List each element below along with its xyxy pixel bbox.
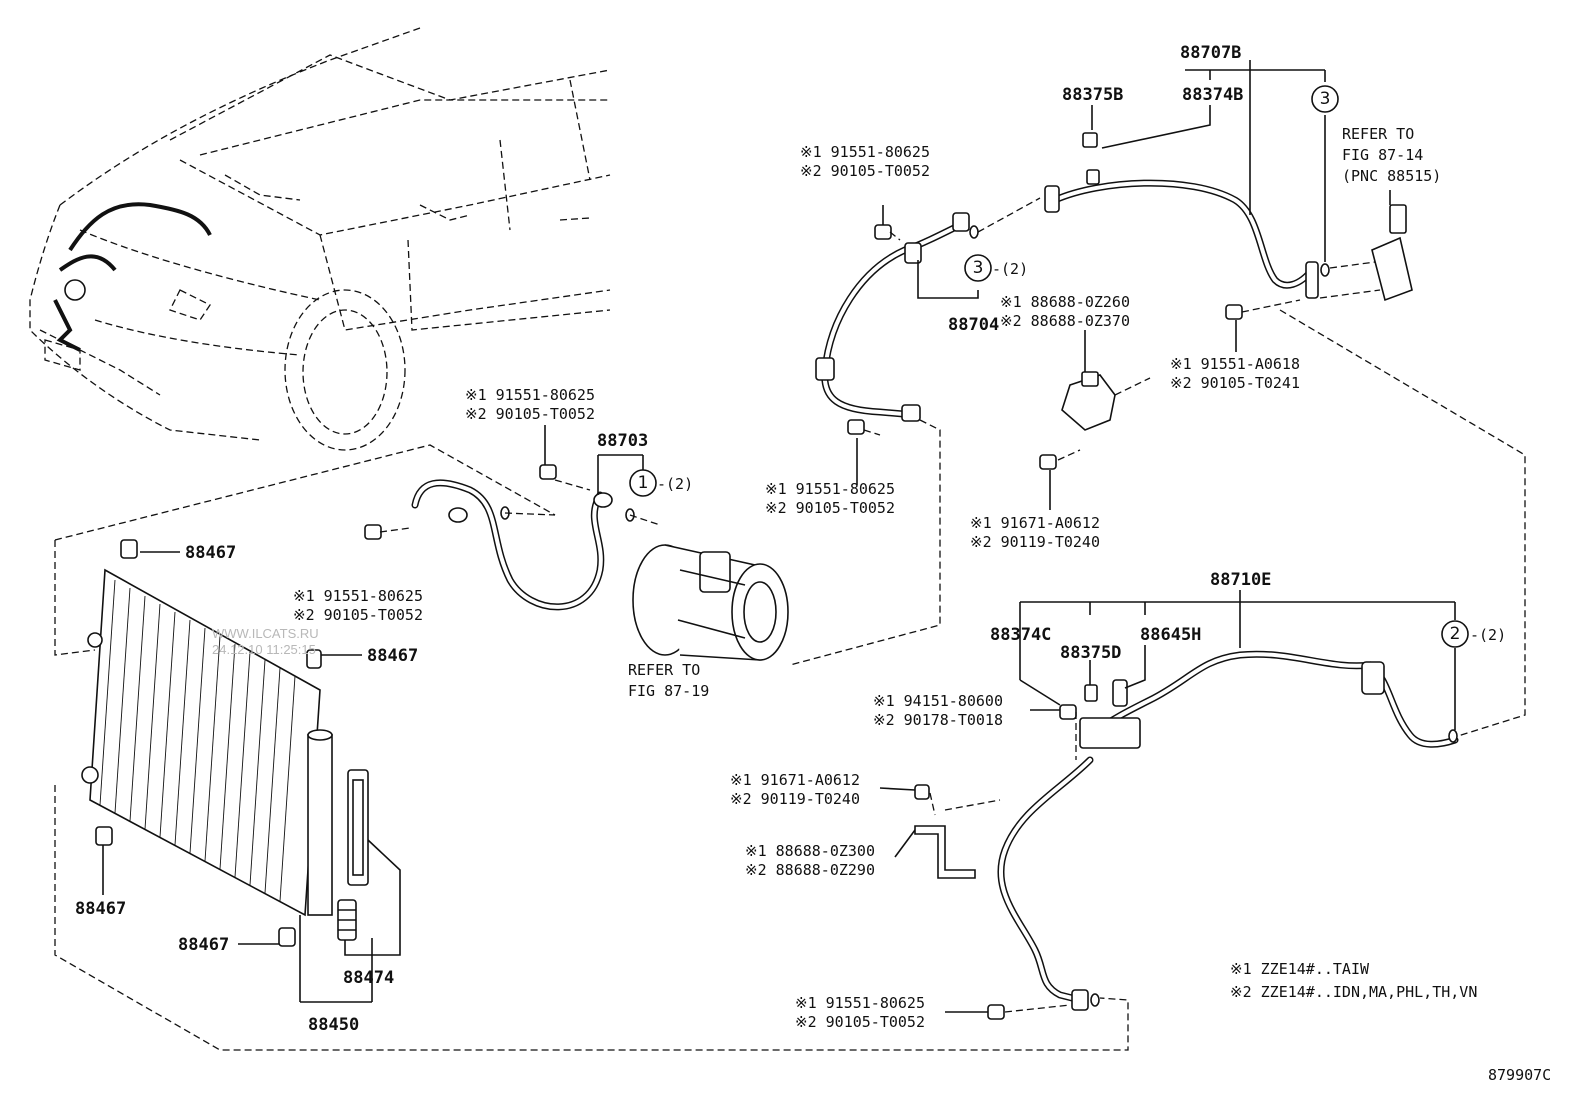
svg-text:1: 1 — [638, 473, 649, 493]
vehicle-outline — [29, 27, 611, 451]
circle-ref-3-a: 3 — [964, 254, 992, 282]
part-88467-a: 88467 — [185, 543, 236, 563]
bolt-label-suction-lower-2: ※2 90105-T0052 — [765, 499, 895, 517]
bracket-upper — [1061, 371, 1116, 431]
bracket-label-lower-1: ※1 88688-0Z300 — [745, 842, 875, 860]
bolt-label-liquid-1: ※1 91551-80625 — [795, 994, 925, 1012]
circle-ref-3-b: 3 — [1311, 85, 1339, 113]
legend-line-2: ※2 ZZE14#..IDN,MA,PHL,TH,VN — [1230, 983, 1477, 1001]
circle-ref-2: 2 — [1441, 620, 1469, 648]
watermark-line-2: 24.12.10 11:25:15 — [212, 642, 316, 657]
part-88467-c: 88467 — [75, 899, 126, 919]
refer-fig-87-19-line2: FIG 87-19 — [628, 682, 709, 700]
bolt-label-bracket-upper-2: ※2 90119-T0240 — [970, 533, 1100, 551]
leader-lines — [102, 60, 1456, 1013]
bolt-label-valve-2: ※2 90105-T0241 — [1170, 374, 1300, 392]
part-88710e: 88710E — [1210, 570, 1271, 590]
compressor — [632, 544, 789, 661]
svg-text:3: 3 — [973, 258, 984, 278]
bracket-label-upper-1: ※1 88688-0Z260 — [1000, 293, 1130, 311]
part-88375d: 88375D — [1060, 643, 1121, 663]
circle-ref-1-qty: -(2) — [657, 475, 693, 493]
bolt-label-bracket-lower-1: ※1 91671-A0612 — [730, 771, 860, 789]
hose-88704 — [815, 212, 970, 422]
refer-fig-87-14-line3: (PNC 88515) — [1342, 167, 1441, 185]
o-rings — [500, 225, 1458, 1007]
cushion-88467-set — [95, 539, 322, 947]
bolt-label-bracket-lower-2: ※2 90119-T0240 — [730, 790, 860, 808]
circle-ref-3-qty: -(2) — [992, 260, 1028, 278]
part-88450: 88450 — [308, 1015, 359, 1035]
part-88375b: 88375B — [1062, 85, 1123, 105]
part-88374c: 88374C — [990, 625, 1051, 645]
receiver-parts — [337, 769, 369, 941]
bolt-label-compressor-1: ※1 91551-80625 — [465, 386, 595, 404]
part-88467-b: 88467 — [367, 646, 418, 666]
part-88704: 88704 — [948, 315, 999, 335]
svg-text:3: 3 — [1320, 89, 1331, 109]
bolt-label-discharge-1: ※1 91551-80625 — [293, 587, 423, 605]
svg-text:2: 2 — [1450, 624, 1461, 644]
legend-line-1: ※1 ZZE14#..TAIW — [1230, 960, 1370, 978]
bolt-label-suction-upper-2: ※2 90105-T0052 — [800, 162, 930, 180]
part-88374b: 88374B — [1182, 85, 1243, 105]
refer-fig-87-14-line1: REFER TO — [1342, 125, 1414, 143]
circle-ref-1: 1 — [629, 469, 657, 497]
part-88703: 88703 — [597, 431, 648, 451]
part-88645h: 88645H — [1140, 625, 1201, 645]
cap-label-2: ※2 90178-T0018 — [873, 711, 1003, 729]
hose-88703 — [411, 479, 613, 611]
part-88707b: 88707B — [1180, 43, 1241, 63]
bolt-label-valve-1: ※1 91551-A0618 — [1170, 355, 1300, 373]
tube-88707b — [1044, 132, 1319, 299]
condenser-88450 — [81, 568, 333, 917]
bolt-label-liquid-2: ※2 90105-T0052 — [795, 1013, 925, 1031]
bolt-label-discharge-2: ※2 90105-T0052 — [293, 606, 423, 624]
bracket-lower — [914, 825, 976, 879]
bolts — [364, 224, 1243, 1020]
tube-88710e — [997, 650, 1459, 1011]
bolt-label-compressor-2: ※2 90105-T0052 — [465, 405, 595, 423]
bolt-label-suction-upper-1: ※1 91551-80625 — [800, 143, 930, 161]
bolt-label-suction-lower-1: ※1 91551-80625 — [765, 480, 895, 498]
cap-label-1: ※1 94151-80600 — [873, 692, 1003, 710]
part-88467-d: 88467 — [178, 935, 229, 955]
bracket-label-lower-2: ※2 88688-0Z290 — [745, 861, 875, 879]
refer-fig-87-14-line2: FIG 87-14 — [1342, 146, 1423, 164]
figure-code: 879907C — [1488, 1066, 1551, 1084]
refer-fig-87-19-line1: REFER TO — [628, 661, 700, 679]
watermark-line-1: WWW.ILCATS.RU — [212, 626, 319, 641]
connection-lines — [379, 197, 1526, 1013]
circle-ref-2-qty: -(2) — [1470, 626, 1506, 644]
bracket-label-upper-2: ※2 88688-0Z370 — [1000, 312, 1130, 330]
part-88474: 88474 — [343, 968, 394, 988]
bolt-label-bracket-upper-1: ※1 91671-A0612 — [970, 514, 1100, 532]
pressure-switches — [1059, 679, 1128, 720]
expansion-valve — [1371, 204, 1413, 302]
